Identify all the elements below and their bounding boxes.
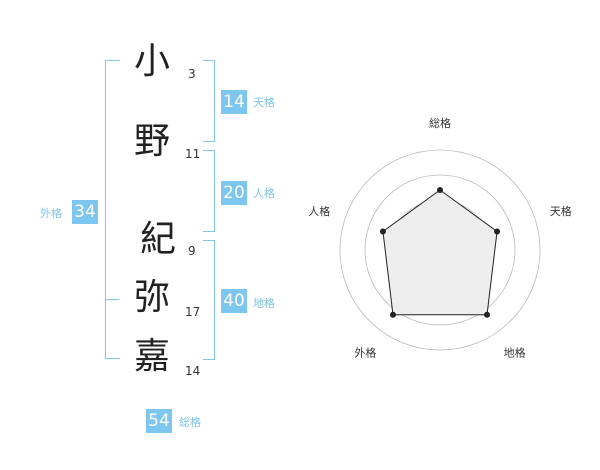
radar-point-4 bbox=[389, 311, 396, 318]
gaikaku-value: 34 bbox=[72, 200, 98, 224]
radar-axis-label-3: 地格 bbox=[504, 346, 526, 360]
jinkaku-label: 人格 bbox=[253, 187, 275, 200]
radar-point-1 bbox=[437, 187, 443, 193]
radar-point-3 bbox=[484, 311, 491, 318]
name-char-1: 小 bbox=[133, 41, 170, 82]
gaikaku-bracket-tick bbox=[105, 299, 119, 300]
radar-axis-label-4: 外格 bbox=[354, 346, 376, 360]
name-char-5: 嘉 bbox=[133, 336, 170, 377]
soukaku-label: 総格 bbox=[179, 416, 201, 429]
radar-point-2 bbox=[494, 228, 501, 235]
stroke-count-2: 11 bbox=[185, 147, 201, 161]
tenkaku-label: 天格 bbox=[253, 96, 275, 109]
chikaku-label: 地格 bbox=[253, 297, 275, 310]
gaikaku-bracket bbox=[105, 60, 120, 359]
stroke-count-3: 9 bbox=[188, 244, 196, 258]
radar-ring-3 bbox=[364, 174, 516, 326]
radar-axis-label-2: 天格 bbox=[550, 204, 572, 218]
jinkaku-bracket bbox=[203, 150, 215, 232]
radar-axis-label-1: 総格 bbox=[429, 116, 451, 130]
stroke-count-1: 3 bbox=[188, 67, 196, 81]
radar-polygon bbox=[382, 189, 498, 316]
name-char-2: 野 bbox=[133, 121, 170, 162]
tenkaku-value: 14 bbox=[221, 90, 247, 114]
gaikaku-label: 外格 bbox=[40, 207, 62, 220]
soukaku-value: 54 bbox=[146, 409, 172, 433]
tenkaku-bracket bbox=[203, 60, 215, 142]
chikaku-bracket bbox=[203, 240, 215, 360]
radar-point-5 bbox=[379, 228, 386, 235]
jinkaku-value: 20 bbox=[221, 181, 247, 205]
name-char-4: 弥 bbox=[133, 277, 170, 318]
stroke-count-4: 17 bbox=[185, 305, 201, 319]
radar-ring-4 bbox=[339, 149, 541, 351]
chikaku-value: 40 bbox=[221, 289, 247, 313]
stroke-count-5: 14 bbox=[185, 364, 201, 378]
name-char-3: 紀 bbox=[139, 219, 176, 260]
radar-axis-label-5: 人格 bbox=[308, 204, 330, 218]
